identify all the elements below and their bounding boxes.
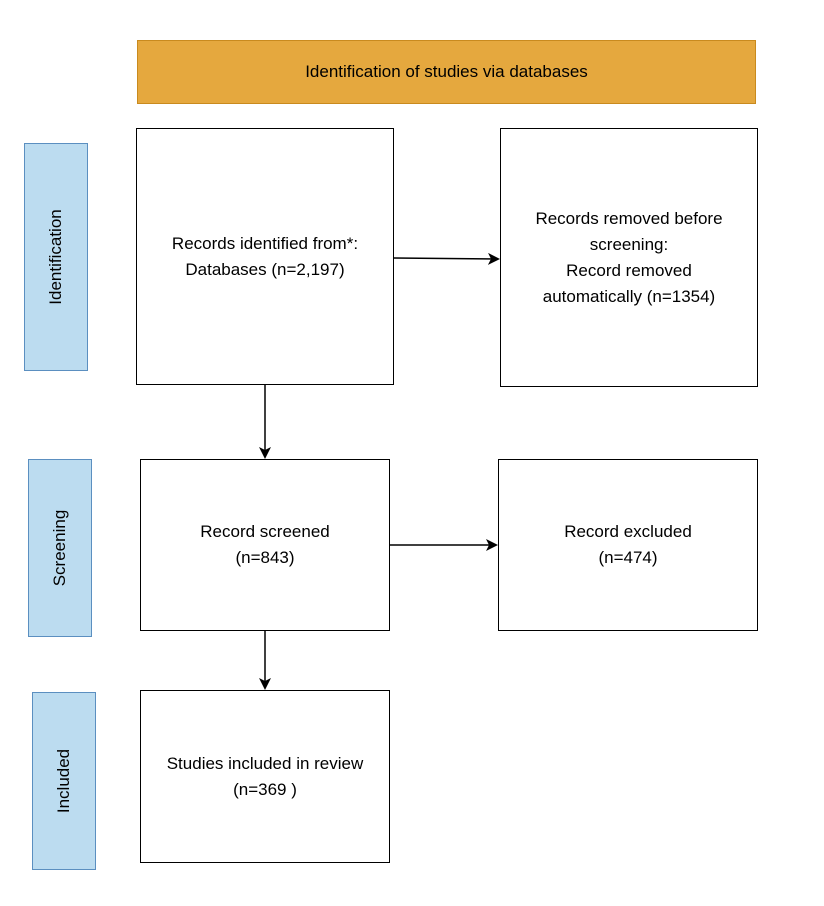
stage-screening: Screening [28,459,92,637]
stage-identification: Identification [24,143,88,371]
records-removed-line1: Records removed before [535,208,723,228]
records-removed-box: Records removed before screening: Record… [500,128,758,387]
record-excluded-line1: Record excluded [564,522,692,541]
record-screened-line2: (n=843) [235,548,295,567]
records-identified-line1: Records identified from*: [171,233,359,253]
record-excluded-box: Record excluded (n=474) [498,459,758,631]
stage-identification-label: Identification [46,209,65,305]
phase-header-label: Identification of studies via databases [305,62,588,81]
stage-screening-label: Screening [50,509,69,587]
records-identified-box: Records identified from*: Databases (n=2… [136,128,394,385]
studies-included-box: Studies included in review (n=369 ) [140,690,390,863]
records-removed-line2: screening: [589,234,669,254]
record-screened-box: Record screened (n=843) [140,459,390,631]
records-identified-line2: Databases (n=2,197) [185,259,345,279]
stage-included-label: Included [54,748,73,814]
record-excluded-line2: (n=474) [598,548,658,567]
arrow-identified-to-removed [393,252,500,265]
stage-included: Included [32,692,96,870]
record-screened-line1: Record screened [200,522,330,541]
studies-included-line1: Studies included in review [166,753,364,773]
records-removed-line4: automatically (n=1354) [542,286,716,306]
records-removed-line3: Record removed [566,260,692,280]
phase-header: Identification of studies via databases [137,40,756,104]
studies-included-line2: (n=369 ) [233,779,297,799]
